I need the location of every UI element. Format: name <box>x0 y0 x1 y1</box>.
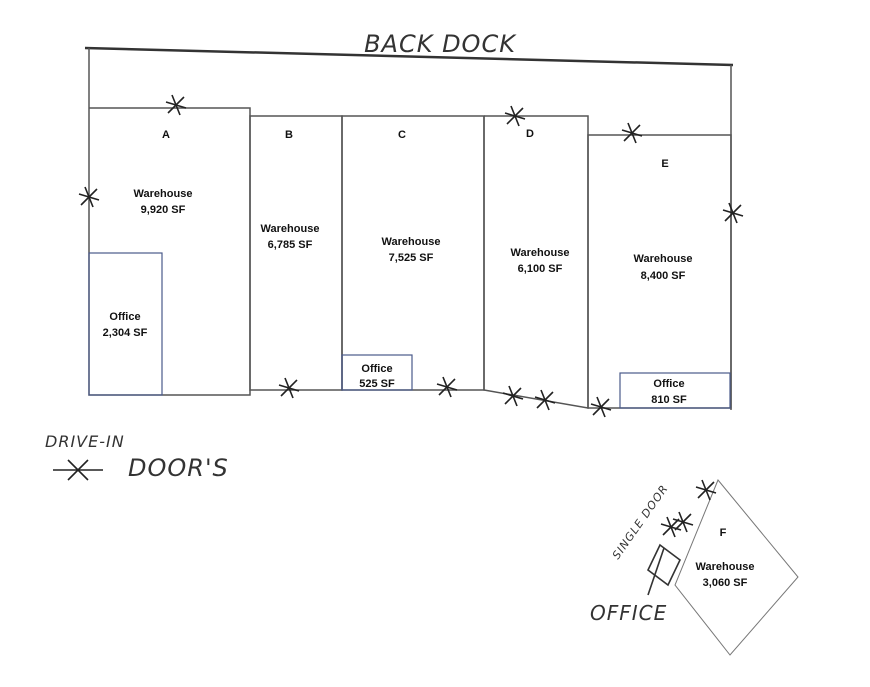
warehouse-label: Warehouse <box>261 223 320 235</box>
legend-label: DOOR'S <box>128 454 229 482</box>
office-label: Office <box>109 311 140 323</box>
unit-f: F Warehouse 3,060 SF SINGLE DOOR OFFICE <box>590 479 799 656</box>
back-dock-line <box>84 46 734 67</box>
office-c <box>341 354 413 391</box>
warehouse-area: 6,785 SF <box>268 239 313 251</box>
door-marker-icon <box>621 122 643 144</box>
office-e <box>619 372 731 409</box>
door-marker-icon <box>165 94 187 116</box>
door-marker-icon <box>78 186 100 208</box>
unit-a: A Warehouse 9,920 SF Office 2,304 SF <box>88 107 251 396</box>
door-marker-icon <box>502 385 524 407</box>
unit-c: C Warehouse 7,525 SF Office 525 SF <box>341 115 485 391</box>
warehouse-label: Warehouse <box>382 236 441 248</box>
warehouse-area: 8,400 SF <box>641 270 686 282</box>
door-marker-icon <box>504 105 526 127</box>
unit-label: D <box>526 128 534 140</box>
unit-label: C <box>398 129 406 141</box>
door-marker-icon <box>278 377 300 399</box>
office-label: Office <box>361 363 392 375</box>
office-area: 525 SF <box>359 378 395 390</box>
door-marker-icon <box>695 479 717 501</box>
warehouse-area: 7,525 SF <box>389 252 434 264</box>
legend: DRIVE-IN DOOR'S <box>45 432 229 482</box>
warehouse-area: 9,920 SF <box>141 204 186 216</box>
office-f-sketch <box>646 543 682 587</box>
unit-label: B <box>285 129 293 141</box>
door-marker-icon <box>672 511 694 533</box>
unit-e: E Warehouse 8,400 SF Office 810 SF <box>587 134 732 409</box>
office-label: Office <box>653 378 684 390</box>
warehouse-area: 3,060 SF <box>703 577 748 589</box>
warehouse-label: Warehouse <box>634 253 693 265</box>
door-marker-icon <box>722 202 744 224</box>
unit-label: E <box>661 158 668 170</box>
warehouse-label: Warehouse <box>511 247 570 259</box>
unit-d: D Warehouse 6,100 SF <box>483 115 589 409</box>
door-marker-icon <box>660 516 682 538</box>
legend-title: DRIVE-IN <box>45 432 125 451</box>
door-marker-icon <box>534 389 556 411</box>
office-area: 2,304 SF <box>103 327 148 339</box>
unit-label: A <box>162 129 170 141</box>
asterisk-door-icon <box>53 459 103 481</box>
unit-b: B Warehouse 6,785 SF <box>249 115 343 391</box>
office-note: OFFICE <box>590 601 667 625</box>
office-a <box>88 252 163 396</box>
door-marker-icon <box>590 396 612 418</box>
warehouse-label: Warehouse <box>134 188 193 200</box>
office-area: 810 SF <box>651 394 687 406</box>
warehouse-area: 6,100 SF <box>518 263 563 275</box>
warehouse-label: Warehouse <box>696 561 755 573</box>
back-dock-label: BACK DOCK <box>364 30 517 58</box>
unit-label: F <box>720 527 727 539</box>
door-marker-icon <box>436 376 458 398</box>
drive-in-doors <box>78 94 744 538</box>
single-door-note: SINGLE DOOR <box>610 482 671 562</box>
